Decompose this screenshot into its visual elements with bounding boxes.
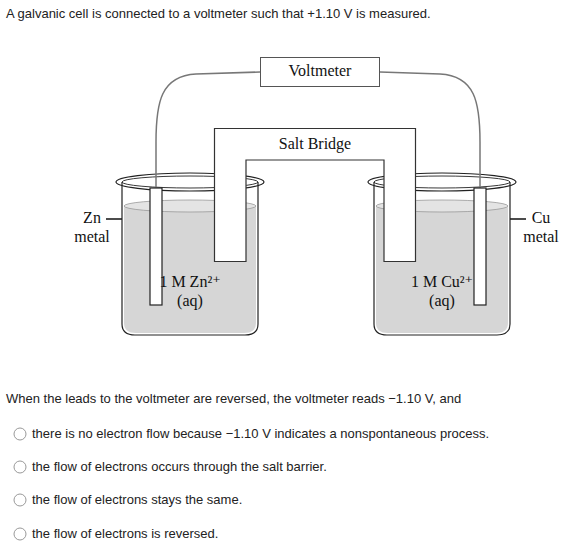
node-text: Voltmeter	[260, 57, 380, 80]
salt-bridge: Salt Bridge	[214, 128, 416, 262]
beaker-rim	[374, 176, 510, 188]
answer-option: the flow of electrons occurs through the…	[32, 459, 572, 475]
answer-option: there is no electron flow because −1.10 …	[32, 426, 572, 442]
node-text: 1 M Cu²⁺ (aq)	[407, 272, 477, 310]
radio-button	[14, 494, 26, 506]
solution	[124, 206, 256, 333]
answer-option: the flow of electrons is reversed.	[32, 526, 572, 542]
solution-surface	[376, 200, 508, 212]
beaker-rim	[116, 173, 264, 191]
solution	[376, 206, 508, 333]
box-outline	[261, 58, 380, 87]
radio-button	[14, 428, 26, 440]
node-text: 1 M Zn²⁺ (aq)	[155, 272, 225, 310]
solution-surface	[124, 200, 256, 212]
radio-button	[14, 528, 26, 540]
part-label: Cu metal	[517, 208, 565, 246]
electrode	[474, 188, 486, 305]
beaker-rim	[368, 173, 516, 191]
question-stem: A galvanic cell is connected to a voltme…	[6, 6, 576, 22]
beaker-body	[122, 182, 258, 335]
beaker-rim	[122, 176, 258, 188]
radio-button	[14, 461, 26, 473]
node-text: Salt Bridge	[214, 128, 416, 153]
bridge-outline	[215, 129, 416, 262]
question-text: When the leads to the voltmeter are reve…	[6, 391, 576, 407]
wire	[479, 172, 481, 188]
answer-option: the flow of electrons stays the same.	[32, 492, 572, 508]
part-label: Zn metal	[68, 208, 116, 246]
wire	[155, 172, 157, 188]
voltmeter-box: Voltmeter	[260, 57, 380, 87]
beaker-body	[374, 182, 510, 335]
